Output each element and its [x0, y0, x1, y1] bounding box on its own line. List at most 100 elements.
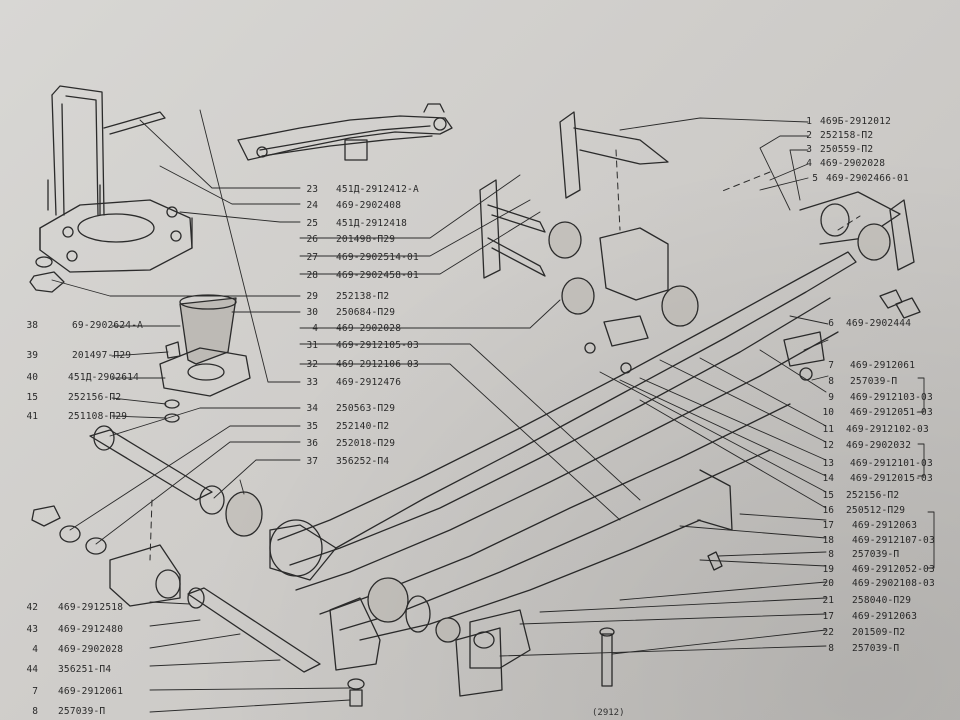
callout-part-code: 469Б-2912012 — [820, 116, 892, 127]
callout-number: 9 — [828, 392, 834, 403]
bumper-parts — [29, 256, 251, 423]
callout-part-code: 469-2912518 — [58, 602, 124, 613]
callout-part-code: 257039-П — [852, 643, 900, 654]
callout-number: 24 — [306, 200, 318, 211]
callout-part-code: 469-2902514-01 — [336, 252, 419, 263]
callout-part-code: 201498-П29 — [336, 234, 396, 245]
callout-part-code: 469-2902444 — [846, 318, 912, 329]
callout-part-code: 356251-П4 — [58, 664, 112, 675]
callout-part-code: 469-2912052-03 — [852, 564, 935, 575]
callout-number: 8 — [828, 549, 834, 560]
callout-part-code: 356252-П4 — [336, 456, 390, 467]
callout-part-code: 469-2912107-03 — [852, 535, 935, 546]
callout-number: 27 — [306, 252, 318, 263]
callout-number: 1 — [806, 116, 812, 127]
callout-number: 36 — [306, 438, 318, 449]
shackle-group — [479, 111, 699, 374]
spring-assembly-thumbnail — [237, 103, 453, 161]
callout-part-code: 469-2902458-01 — [336, 270, 419, 281]
callout-number: 8 — [828, 643, 834, 654]
lower-pin-group — [31, 425, 615, 707]
callout-part-code: 252138-П2 — [336, 291, 390, 302]
callout-part-code: 252018-П29 — [336, 438, 396, 449]
callout-number: 21 — [822, 595, 834, 606]
callout-number: 41 — [26, 411, 38, 422]
callout-part-code: 257039-П — [58, 706, 106, 717]
callout-number: 13 — [822, 458, 834, 469]
callout-number: 25 — [306, 218, 318, 229]
callout-part-code: 252140-П2 — [336, 421, 390, 432]
callout-number: 10 — [822, 407, 834, 418]
callout-part-code: 469-2912101-03 — [850, 458, 933, 469]
callout-part-code: 469-2912105-03 — [336, 340, 419, 351]
callout-part-code: 250559-П2 — [820, 144, 874, 155]
callout-part-code: 469-2902032 — [846, 440, 912, 451]
callout-number: 7 — [828, 360, 834, 371]
callout-part-code: 469-2912476 — [336, 377, 402, 388]
page-footer-code: (2912) — [592, 708, 625, 718]
callout-number: 29 — [306, 291, 318, 302]
callout-number: 15 — [26, 392, 38, 403]
callout-part-code: 252156-П2 — [68, 392, 122, 403]
callout-part-code: 469-2912061 — [850, 360, 916, 371]
callout-part-code: 257039-П — [850, 376, 898, 387]
callout-number: 31 — [306, 340, 318, 351]
callout-part-code: 250512-П29 — [846, 505, 906, 516]
callout-part-code: 469-2912103-03 — [850, 392, 933, 403]
callout-part-code: 469-2912063 — [852, 520, 918, 531]
callout-number: 22 — [822, 627, 834, 638]
callout-part-code: 469-2912102-03 — [846, 424, 929, 435]
callout-part-code: 469-2902028 — [820, 158, 886, 169]
callout-number: 44 — [26, 664, 38, 675]
callout-part-code: 469-2912051-03 — [850, 407, 933, 418]
callout-part-code: 252158-П2 — [820, 130, 874, 141]
callout-part-code: 469-2912061 — [58, 686, 124, 697]
callout-number: 43 — [26, 624, 38, 635]
callout-part-code: 469-2912063 — [852, 611, 918, 622]
callout-number: 33 — [306, 377, 318, 388]
callout-part-code: 469-2902108-03 — [852, 578, 935, 589]
callout-part-code: 250563-П29 — [336, 403, 396, 414]
callout-number: 42 — [26, 602, 38, 613]
callout-part-code: 469-2902028 — [336, 323, 402, 334]
callout-number: 17 — [822, 611, 834, 622]
callout-part-code: 469-2912015-03 — [850, 473, 933, 484]
callout-part-code: 252156-П2 — [846, 490, 900, 501]
callout-number: 18 — [822, 535, 834, 546]
callout-number: 16 — [822, 505, 834, 516]
callout-part-code: 469-2902408 — [336, 200, 402, 211]
callout-number: 38 — [26, 320, 38, 331]
callout-number: 26 — [306, 234, 318, 245]
callout-part-code: 69-2902624-А — [72, 320, 144, 331]
callout-part-code: 469-2902466-01 — [826, 173, 909, 184]
callout-number: 34 — [306, 403, 318, 414]
callout-number: 32 — [306, 359, 318, 370]
leader-lines — [51, 109, 829, 713]
callout-number: 40 — [26, 372, 38, 383]
callout-number: 8 — [828, 376, 834, 387]
callout-number: 5 — [812, 173, 818, 184]
callout-part-code: 258040-П29 — [852, 595, 912, 606]
callout-number: 12 — [822, 440, 834, 451]
callout-number: 4 — [32, 644, 38, 655]
callout-number: 4 — [312, 323, 318, 334]
callout-number: 6 — [828, 318, 834, 329]
callout-part-code: 451Д-2902614 — [68, 372, 140, 383]
callout-number: 37 — [306, 456, 318, 467]
callout-number: 35 — [306, 421, 318, 432]
callout-number: 30 — [306, 307, 318, 318]
callout-number: 2 — [806, 130, 812, 141]
callout-number: 17 — [822, 520, 834, 531]
front-eye-parts — [707, 199, 921, 571]
callout-part-code: 469-2912106-03 — [336, 359, 419, 370]
callout-number: 8 — [32, 706, 38, 717]
callout-part-code: 451Д-2912412-А — [336, 184, 419, 195]
callout-part-code: 201509-П2 — [852, 627, 906, 638]
callout-number: 14 — [822, 473, 834, 484]
u-bolt-clamp — [39, 85, 193, 273]
callout-number: 19 — [822, 564, 834, 575]
callout-part-code: 251108-П29 — [68, 411, 128, 422]
callout-part-code: 469-2902028 — [58, 644, 124, 655]
